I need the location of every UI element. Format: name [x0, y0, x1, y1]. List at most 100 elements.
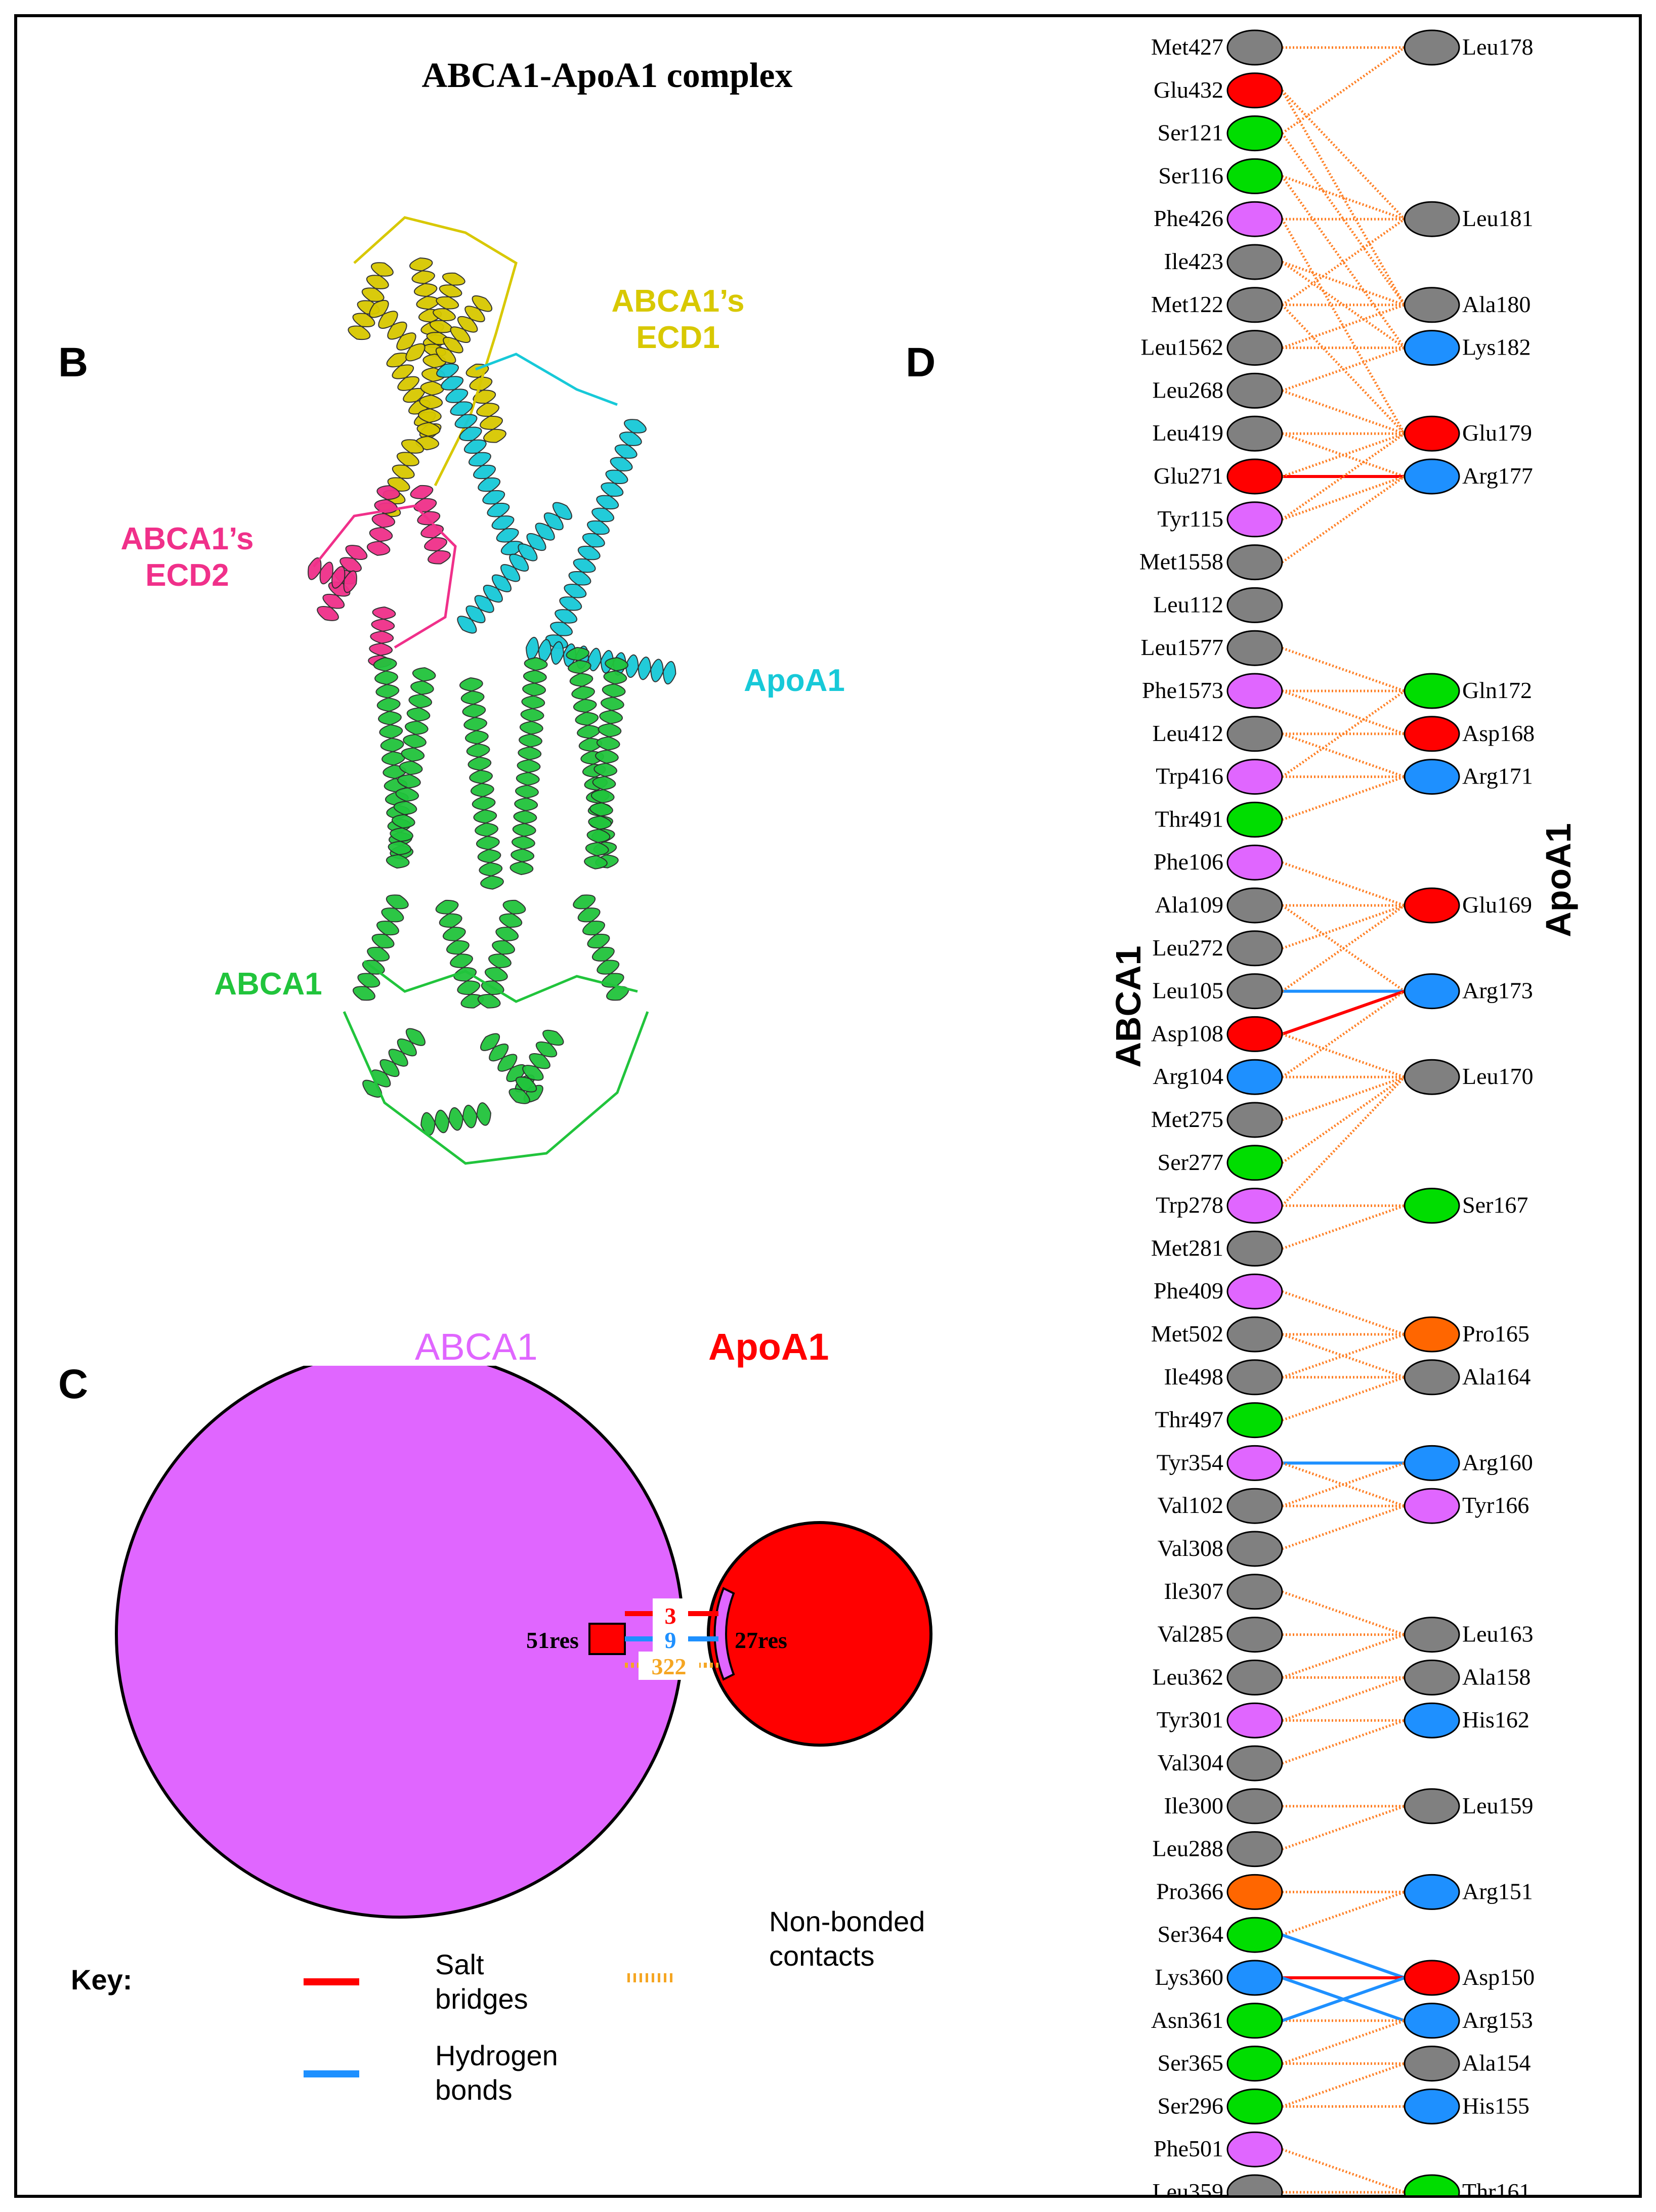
key-salt-label: Salt bridges — [435, 1948, 528, 2015]
interaction-link-nonbond — [1282, 1333, 1405, 1379]
abca1-residue: Val102 — [1158, 1488, 1283, 1524]
residue-node — [1226, 1230, 1283, 1267]
residue-label: Arg171 — [1462, 763, 1533, 789]
residue-node — [1404, 759, 1460, 795]
residue-node — [1226, 458, 1283, 495]
panel-letter-c: C — [58, 1361, 89, 1407]
apoa1-residue: Thr161 — [1404, 2174, 1531, 2195]
interaction-link-nonbond — [1282, 2019, 1405, 2065]
abca1-residue: Leu419 — [1152, 415, 1283, 452]
interaction-link-nonbond — [1281, 990, 1406, 1078]
residue-label: Arg177 — [1462, 463, 1533, 489]
interaction-link-nonbond — [1282, 775, 1405, 821]
residue-node — [1226, 844, 1283, 881]
residue-node — [1404, 1488, 1460, 1524]
residue-node — [1226, 1016, 1283, 1052]
residue-label: His162 — [1462, 1707, 1530, 1732]
residue-node — [1226, 673, 1283, 709]
residue-label: Glu271 — [1154, 463, 1223, 489]
residue-label: Thr497 — [1155, 1407, 1223, 1433]
apoa1-residue: Ser167 — [1404, 1188, 1528, 1224]
residue-label: Ser277 — [1158, 1149, 1223, 1175]
abca1-residue: Lys360 — [1155, 1960, 1283, 1996]
apoa1-residue: Ala164 — [1404, 1359, 1531, 1396]
ecd1-helix — [369, 299, 426, 362]
residue-label: Ile423 — [1164, 248, 1223, 274]
residue-label: Phe1573 — [1142, 677, 1223, 703]
abca1-residue: Leu362 — [1152, 1659, 1283, 1696]
interaction-link-nonbond — [1282, 2062, 1405, 2108]
residue-node — [1404, 1659, 1460, 1696]
ecd2-helix — [410, 485, 451, 565]
interaction-link-nonbond — [1282, 732, 1405, 778]
apoa1-residue-count: 27res — [735, 1627, 787, 1653]
residue-label: Phe501 — [1154, 2136, 1223, 2161]
residue-node — [1404, 201, 1460, 237]
interaction-link-nonbond — [1281, 475, 1406, 563]
abca1-residue: Leu359 — [1152, 2174, 1283, 2195]
residue-label: Leu163 — [1462, 1621, 1534, 1647]
residue-label: Phe409 — [1154, 1278, 1223, 1304]
abca1-interface-patch — [588, 1623, 626, 1655]
residue-node — [1226, 1316, 1283, 1353]
residue-label: Trp278 — [1156, 1192, 1223, 1218]
abca1-residue: Asn361 — [1151, 2003, 1283, 2039]
residue-node — [1226, 930, 1283, 967]
abca1-residue: Leu1562 — [1140, 330, 1283, 366]
residue-node — [1404, 973, 1460, 1010]
interaction-link-nonbond — [1282, 904, 1405, 950]
residue-node — [1404, 330, 1460, 366]
residue-label: Met1558 — [1139, 549, 1223, 575]
residue-label: Ser296 — [1158, 2093, 1223, 2118]
residue-label: Leu181 — [1462, 205, 1534, 231]
residue-label: Ile498 — [1164, 1364, 1223, 1390]
abca1-helix — [386, 667, 436, 869]
abca1-helix — [435, 899, 484, 1009]
apoa1-residue: Arg153 — [1404, 2003, 1533, 2039]
residue-label: Thr491 — [1155, 806, 1223, 832]
interaction-link-nonbond — [1282, 1204, 1405, 1250]
apoa1-helix — [457, 502, 572, 634]
interaction-link-nonbond — [1282, 2148, 1405, 2194]
residue-node — [1226, 1188, 1283, 1224]
residue-node — [1226, 115, 1283, 152]
interaction-link-nonbond — [1282, 389, 1405, 435]
apoa1-residue: Gln172 — [1404, 673, 1532, 709]
interaction-link-nonbond — [1281, 46, 1406, 135]
residue-label: Glu432 — [1154, 77, 1223, 103]
residue-node — [1226, 244, 1283, 280]
residue-label: Ile300 — [1164, 1793, 1223, 1818]
hbond-count-bg — [653, 1625, 688, 1653]
residue-node — [1226, 1617, 1283, 1653]
residue-label: Phe426 — [1154, 205, 1223, 231]
ecd2-helix — [366, 485, 400, 556]
residue-node — [1404, 2003, 1460, 2039]
apoa1-interface-patch — [713, 1587, 735, 1681]
abca1-residue: Leu268 — [1152, 372, 1283, 409]
apoa1-residue: His162 — [1404, 1702, 1530, 1739]
interaction-link-nonbond — [1282, 303, 1405, 349]
residue-node — [1404, 1702, 1460, 1739]
abca1-residue: Ser364 — [1158, 1917, 1283, 1953]
residue-node — [1226, 1917, 1283, 1953]
interaction-link-nonbond — [1282, 1676, 1405, 1722]
interaction-link-nonbond — [1281, 218, 1406, 435]
key-hbond-label: Hydrogen bonds — [435, 2040, 558, 2106]
apoa1-residue: Arg160 — [1404, 1445, 1533, 1481]
apoa1-helix — [545, 419, 647, 649]
abca1-residue: Met427 — [1151, 29, 1283, 66]
residue-label: Glu179 — [1462, 420, 1532, 446]
nonbond-count-bg — [639, 1652, 699, 1680]
interaction-link-nonbond — [1282, 861, 1405, 907]
residue-label: Gln172 — [1462, 677, 1532, 703]
apoa1-residue: Lys182 — [1404, 330, 1531, 366]
abca1-residue: Arg104 — [1153, 1059, 1283, 1095]
abca1-loop — [343, 1011, 649, 1165]
residue-label: His155 — [1462, 2093, 1530, 2118]
residue-node — [1404, 1059, 1460, 1095]
residue-node — [1226, 544, 1283, 581]
residue-node — [1226, 372, 1283, 409]
interaction-link-nonbond — [1282, 1290, 1405, 1336]
abca1-residue: Leu105 — [1152, 973, 1283, 1010]
abca1-helix — [508, 1029, 564, 1104]
